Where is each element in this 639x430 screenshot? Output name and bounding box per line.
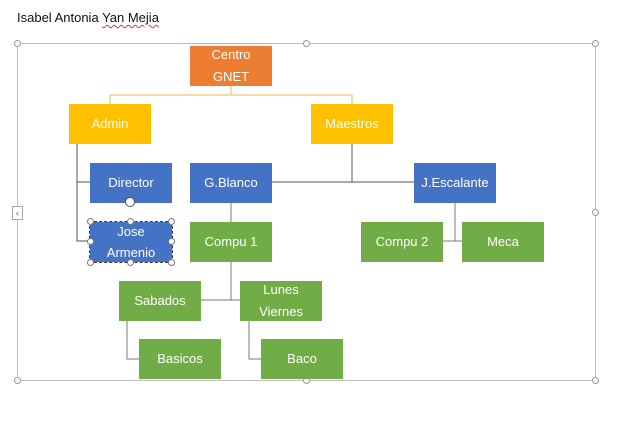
node-baco-label: Baco (287, 351, 317, 366)
node-admin-label: Admin (91, 116, 129, 131)
connector-sabados-basicos (126, 320, 139, 360)
node-basicos-label: Basicos (157, 351, 203, 366)
node-admin[interactable]: Admin (69, 104, 151, 144)
node-centro-line2: GNET (212, 69, 250, 84)
canvas-handle-mr[interactable] (592, 209, 599, 216)
selection-handle-tr[interactable] (168, 218, 175, 225)
connector-jescalante-children (443, 202, 462, 242)
node-centro-line1: Centro (211, 47, 251, 62)
node-jose-line1: Jose (117, 224, 145, 239)
node-director-label: Director (108, 175, 154, 190)
selection-handle-mr[interactable] (168, 238, 175, 245)
node-maestros-label: Maestros (325, 116, 379, 131)
connector-lunes-baco (248, 320, 261, 360)
canvas-handle-tm[interactable] (303, 40, 310, 47)
node-director[interactable]: Director (90, 163, 172, 203)
canvas-handle-tl[interactable] (14, 40, 21, 47)
connector-admin-assistants (76, 143, 90, 242)
canvas-handle-bl[interactable] (14, 377, 21, 384)
node-centro-gnet[interactable]: Centro GNET (190, 46, 272, 86)
document-author-line[interactable]: Isabel Antonia Yan Mejia (17, 10, 159, 25)
connector-centro-children (109, 86, 353, 104)
author-last-name-spellcheck: Yan Mejia (102, 10, 159, 25)
selection-handle-bm[interactable] (127, 259, 134, 266)
node-sabados-label: Sabados (134, 293, 186, 308)
node-jescalante[interactable]: J.Escalante (414, 163, 496, 203)
node-sabados[interactable]: Sabados (119, 281, 201, 321)
node-gblanco[interactable]: G.Blanco (190, 163, 272, 203)
node-lunes-viernes[interactable]: Lunes Viernes (240, 281, 322, 321)
node-meca-label: Meca (487, 234, 519, 249)
node-jose-line2: Armenio (106, 245, 156, 260)
connector-compu1-children (201, 261, 240, 301)
node-lunes-line2: Viernes (259, 304, 303, 319)
chevron-left-icon[interactable]: ‹ (12, 206, 23, 220)
node-gblanco-label: G.Blanco (204, 175, 258, 190)
selection-handle-tl[interactable] (87, 218, 94, 225)
node-jescalante-label: J.Escalante (421, 175, 489, 190)
canvas-handle-br[interactable] (592, 377, 599, 384)
node-compu1-label: Compu 1 (204, 234, 258, 249)
selection-handle-ml[interactable] (87, 238, 94, 245)
connector-maestros-children (271, 143, 414, 183)
selection-handle-tm[interactable] (127, 218, 134, 225)
node-compu1[interactable]: Compu 1 (190, 222, 272, 262)
node-maestros[interactable]: Maestros (311, 104, 393, 144)
canvas-handle-tr[interactable] (592, 40, 599, 47)
node-lunes-line1: Lunes (263, 282, 299, 297)
node-meca[interactable]: Meca (462, 222, 544, 262)
node-compu2-label: Compu 2 (375, 234, 429, 249)
node-compu2[interactable]: Compu 2 (361, 222, 443, 262)
selection-handle-bl[interactable] (87, 259, 94, 266)
rotate-handle-icon[interactable] (125, 197, 135, 207)
author-first-name: Isabel Antonia (17, 10, 99, 25)
selection-handle-br[interactable] (168, 259, 175, 266)
node-baco[interactable]: Baco (261, 339, 343, 379)
node-basicos[interactable]: Basicos (139, 339, 221, 379)
node-jose-armenio[interactable]: Jose Armenio (89, 221, 173, 263)
